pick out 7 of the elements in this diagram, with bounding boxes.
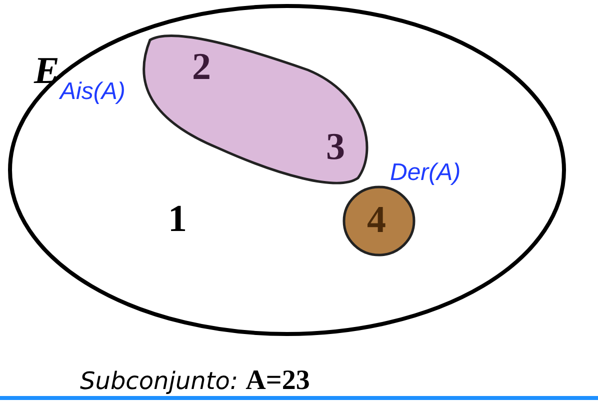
region-number: 3 (326, 128, 345, 166)
region-number: 2 (192, 48, 211, 86)
caption: Subconjunto: A=23 (80, 364, 310, 398)
set-name-label: Der(A) (390, 161, 461, 185)
set-name-label: Ais(A) (60, 80, 126, 104)
region-number: 4 (367, 201, 386, 239)
region-number: 1 (168, 200, 187, 238)
